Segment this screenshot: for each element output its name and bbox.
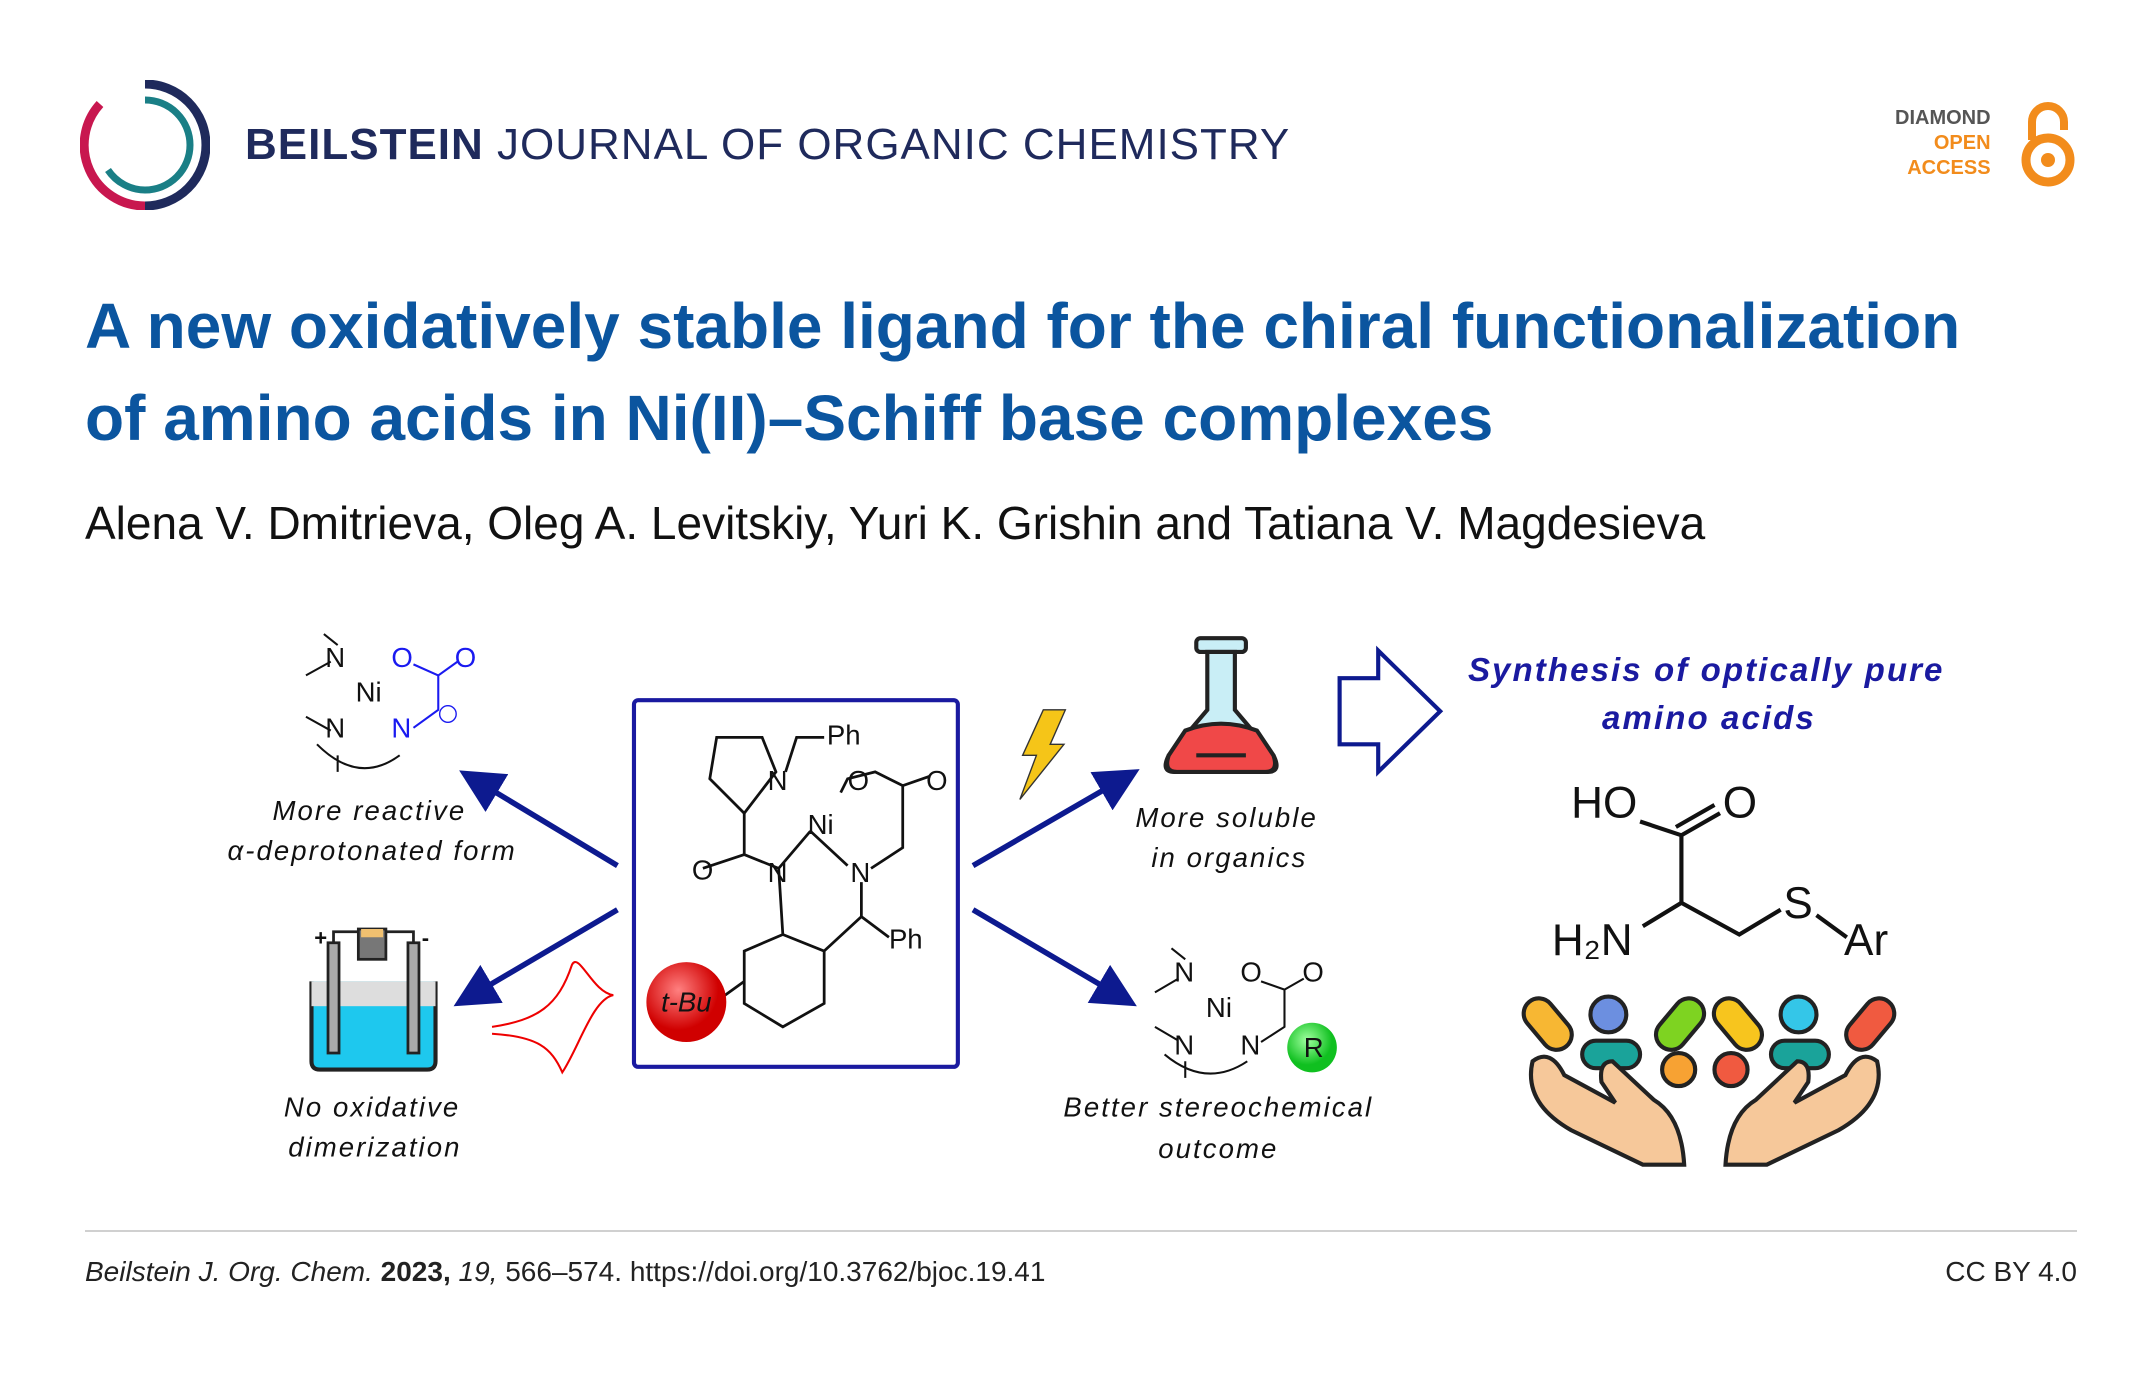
caption-soluble-1: More soluble [1135, 802, 1318, 833]
atom-o: O [926, 765, 947, 796]
atom-ph: Ph [889, 923, 923, 954]
footer-divider [85, 1230, 2077, 1232]
journal-name-bold: BEILSTEIN [245, 120, 484, 169]
atom-n: N [768, 857, 788, 888]
arrow-to-dimer [453, 907, 619, 1007]
atom-r: R [1304, 1032, 1324, 1063]
r-group-ball [1287, 1022, 1337, 1073]
citation-journal: Beilstein J. Org. Chem. [85, 1256, 373, 1287]
atom-ho: HO [1571, 778, 1637, 827]
atom-o: O [1302, 956, 1323, 987]
atom-n: N [850, 857, 870, 888]
atom-o: O [1240, 956, 1261, 987]
journal-name-rest: JOURNAL OF ORGANIC CHEMISTRY [497, 120, 1291, 169]
atom-ph: Ph [827, 719, 861, 750]
atom-h2n: H₂N [1552, 916, 1633, 965]
svg-text:-: - [422, 926, 429, 951]
atom-o: O [391, 642, 412, 673]
negative-charge-icon [438, 705, 457, 723]
title-line1: A new oxidatively stable ligand for the … [85, 290, 1961, 362]
atom-o: O [455, 642, 476, 673]
cyclic-voltammogram-icon [491, 961, 614, 1075]
license: CC BY 4.0 [1945, 1256, 2077, 1287]
atom-o: O [1723, 778, 1757, 827]
caption-dimer-1: No oxidative [284, 1091, 460, 1122]
citation-year: 2023, [380, 1256, 451, 1287]
badge-line2: OPEN [1933, 132, 1991, 154]
atom-ni: Ni [356, 677, 382, 708]
synthesis-line2: amino acids [1602, 700, 1816, 737]
atom-n: N [325, 642, 345, 673]
big-arrow-icon [1337, 645, 1444, 777]
svg-text:+: + [314, 926, 327, 951]
arrow-to-soluble [971, 769, 1140, 868]
caption-stereo-2: outcome [1158, 1133, 1278, 1164]
doi-link[interactable]: https://doi.org/10.3762/bjoc.19.41 [629, 1256, 1046, 1287]
atom-n: N [1240, 1029, 1260, 1060]
caption-reactive-1: More reactive [272, 795, 466, 826]
atom-ni: Ni [808, 809, 834, 840]
arrow-to-reactive [459, 770, 619, 868]
synthesis-line1: Synthesis of optically pure [1468, 652, 1945, 689]
lightning-icon [1019, 709, 1067, 800]
atom-n: N [391, 712, 411, 743]
atom-n: N [768, 765, 788, 796]
caption-dimer-2: dimerization [288, 1131, 461, 1162]
article-title: A new oxidatively stable ligand for the … [85, 280, 2085, 464]
caption-stereo-1: Better stereochemical [1063, 1091, 1373, 1122]
alkylated-complex [1154, 947, 1305, 1078]
citation: Beilstein J. Org. Chem. 2023, 19, 566–57… [85, 1256, 1045, 1288]
ligand-structure [702, 736, 931, 1029]
authors: Alena V. Dmitrieva, Oleg A. Levitskiy, Y… [85, 497, 1706, 549]
diamond-open-access-badge: DIAMOND OPEN ACCESS [1895, 106, 1991, 181]
atom-n: N [325, 712, 345, 743]
atom-ni: Ni [1206, 992, 1232, 1023]
arrow-to-stereo [971, 907, 1137, 1007]
open-access-lock-icon [2021, 102, 2075, 187]
atom-s: S [1783, 879, 1812, 928]
flask-icon [1163, 636, 1279, 774]
amino-acid-structure [1639, 803, 1849, 939]
badge-line3: ACCESS [1907, 157, 1991, 179]
pills-and-hands-icon [1521, 994, 1897, 1167]
atom-n: N [1174, 1029, 1194, 1060]
ligand-box [631, 698, 960, 1069]
deprotonated-complex [305, 633, 459, 772]
atom-n: N [1174, 956, 1194, 987]
citation-pages: 566–574. [505, 1256, 623, 1287]
caption-reactive-2: α-deprotonated form [227, 835, 516, 866]
beilstein-logo [80, 80, 210, 210]
tbu-label: t-Bu [661, 987, 712, 1018]
caption-soluble-2: in organics [1151, 842, 1307, 873]
badge-line1: DIAMOND [1895, 107, 1991, 129]
title-line2: of amino acids in Ni(II)–Schiff base com… [85, 382, 1494, 454]
tbu-ball [646, 962, 727, 1043]
atom-ar: Ar [1844, 916, 1888, 965]
electrochemical-cell-icon: + - [309, 926, 438, 1072]
journal-name: BEILSTEIN JOURNAL OF ORGANIC CHEMISTRY [245, 120, 1290, 170]
citation-volume: 19, [458, 1256, 498, 1287]
atom-o: O [848, 765, 869, 796]
atom-o: O [692, 854, 713, 885]
